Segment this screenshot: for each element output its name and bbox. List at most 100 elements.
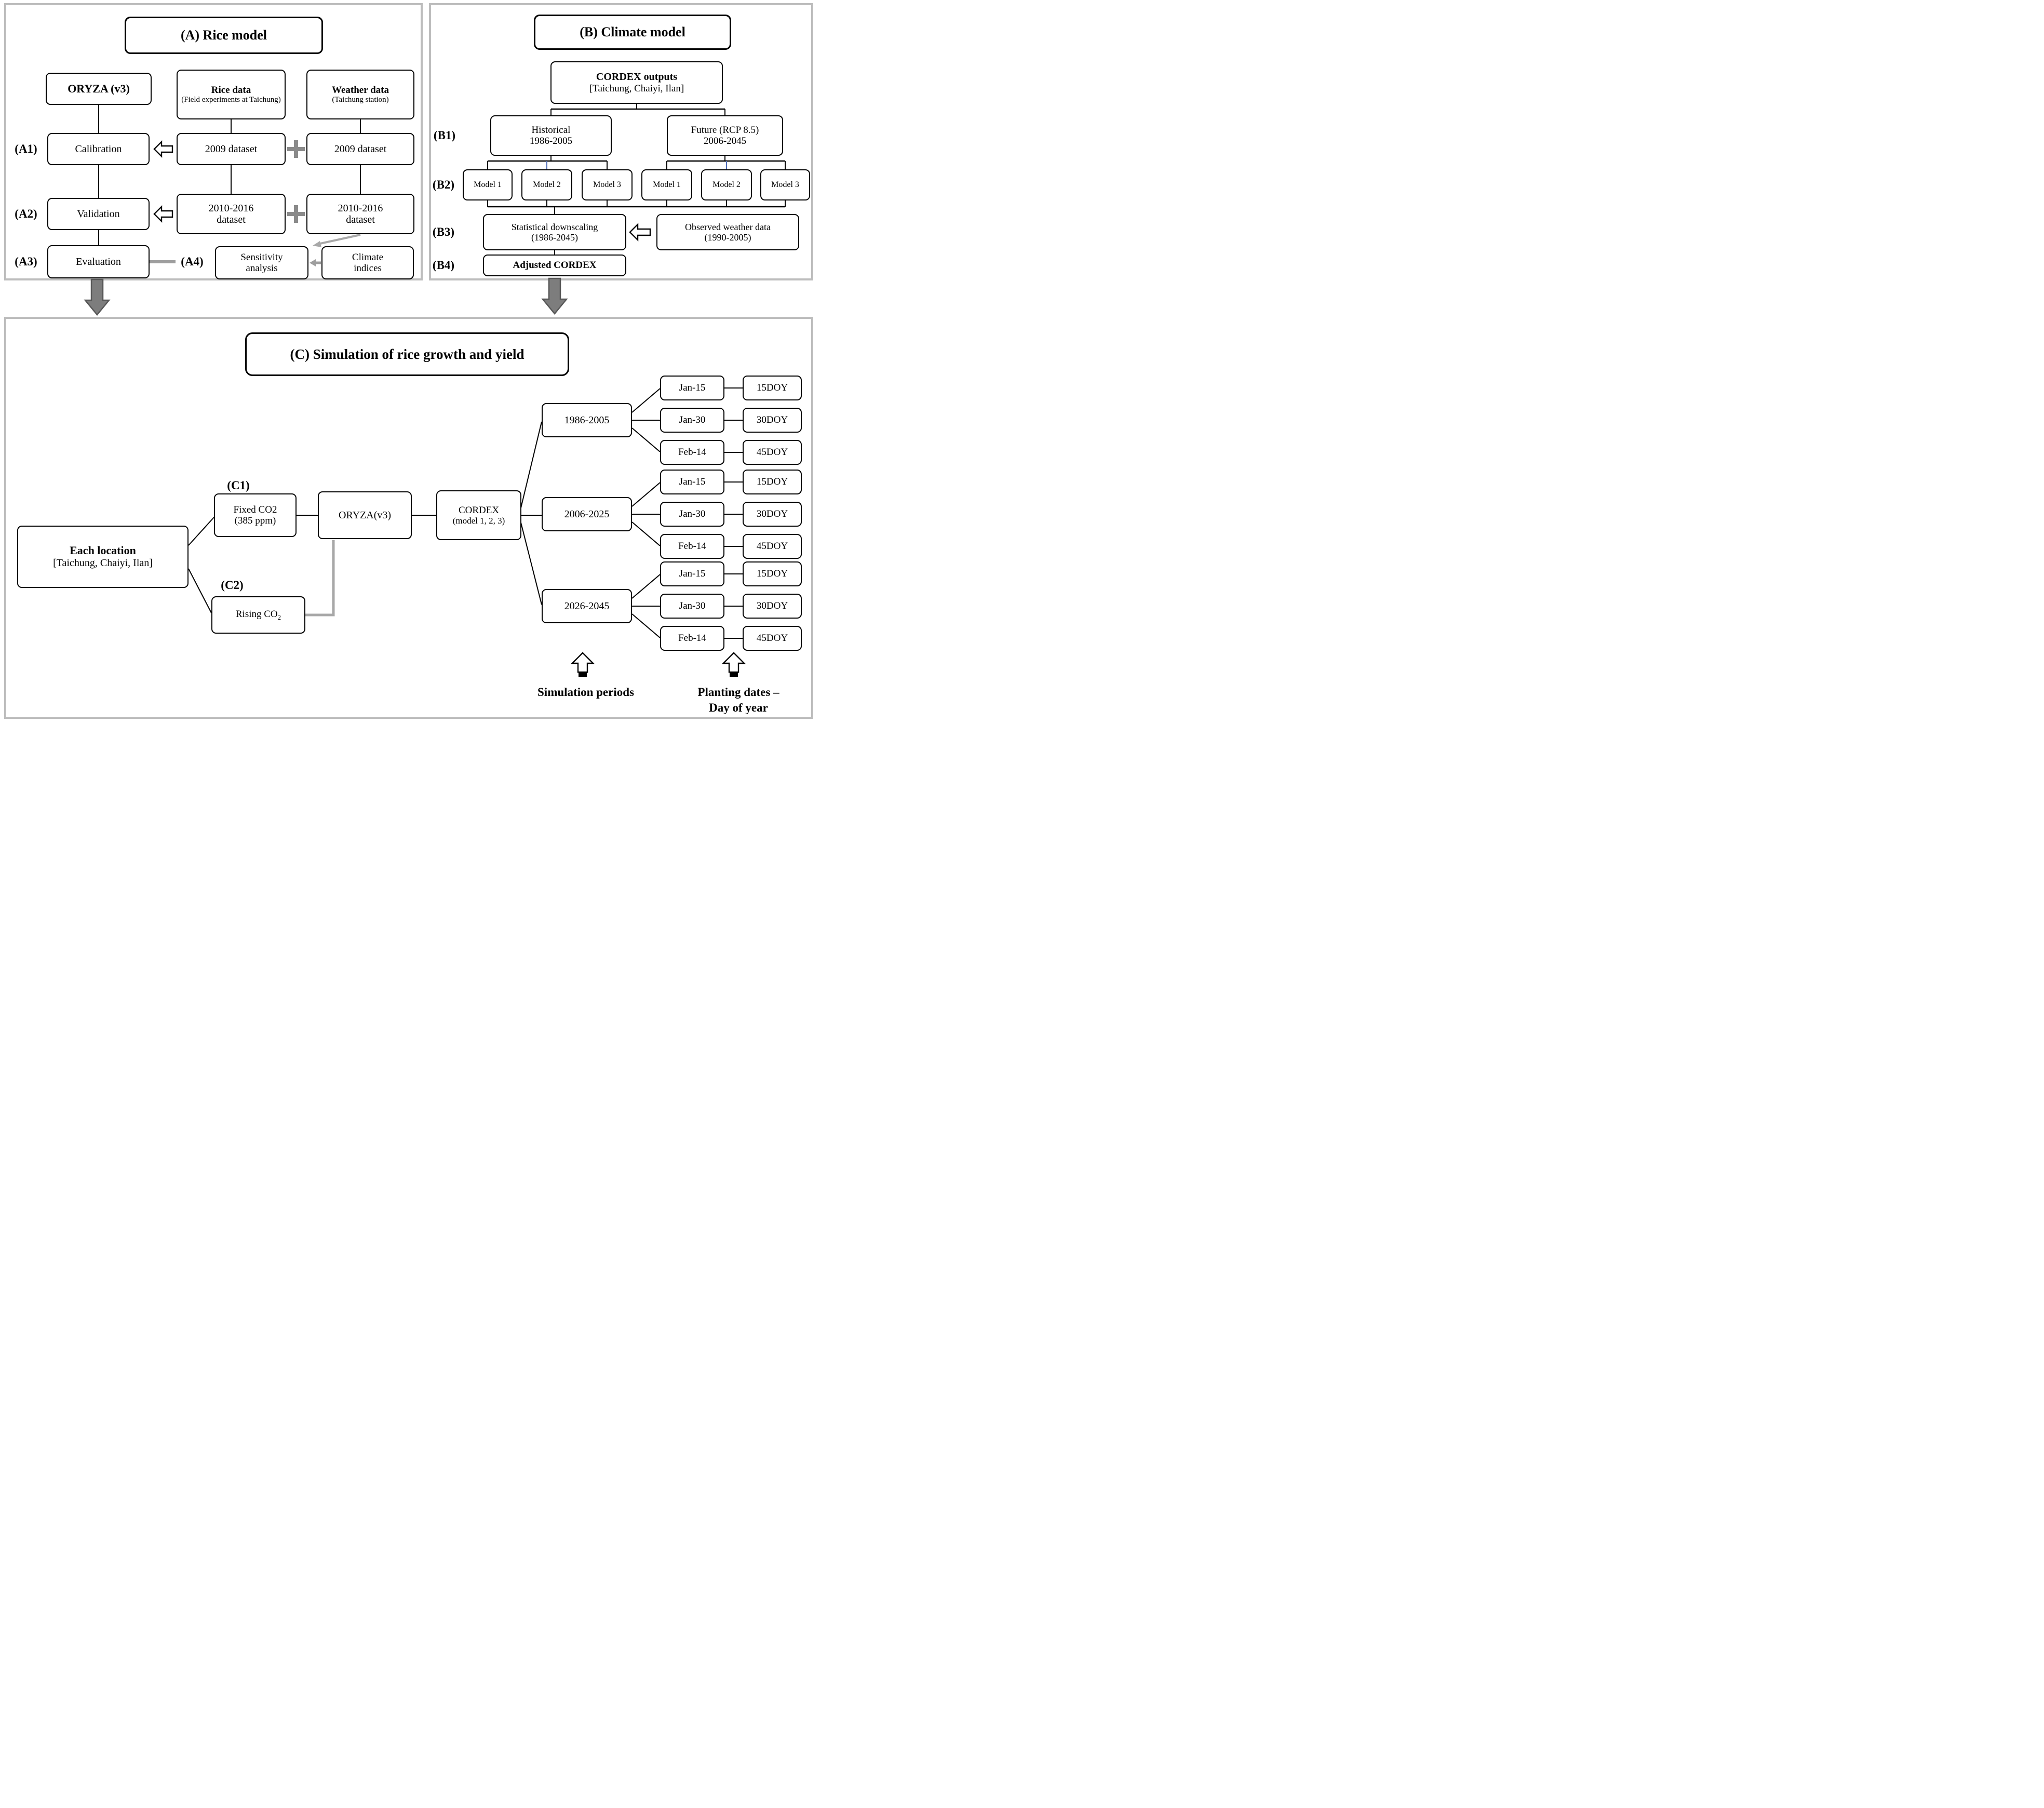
label-b1: (B1) xyxy=(427,128,462,143)
evaluation-box: Evaluation xyxy=(47,245,150,278)
doy-box-g3-45: 45DOY xyxy=(743,626,802,651)
cordex-outputs-title: CORDEX outputs xyxy=(596,71,678,83)
each-location-sub: [Taichung, Chaiyi, Ilan] xyxy=(53,557,153,569)
fixed-co2-line1: Fixed CO2 xyxy=(233,504,277,515)
date-box-g2-jan15: Jan-15 xyxy=(660,470,724,494)
label-c2-text: (C2) xyxy=(221,579,244,592)
oryza-box: ORYZA (v3) xyxy=(46,73,152,105)
fixed-co2-line2: (385 ppm) xyxy=(234,515,276,526)
legend-planting-line2: Day of year xyxy=(709,701,768,714)
period-box-2006-2025: 2006-2025 xyxy=(542,497,632,531)
model-box-fut-2: Model 2 xyxy=(701,169,752,200)
rising-co2-box: Rising CO2 xyxy=(211,596,305,634)
doy-g3-15-text: 15DOY xyxy=(756,568,788,580)
fixed-co2-box: Fixed CO2 (385 ppm) xyxy=(214,493,297,537)
cordex-c-box: CORDEX (model 1, 2, 3) xyxy=(436,490,521,540)
model-fut-1-text: Model 1 xyxy=(653,180,681,190)
doy-g1-30-text: 30DOY xyxy=(756,414,788,426)
date-box-g3-jan15: Jan-15 xyxy=(660,561,724,586)
figure-canvas: (A) Rice model ORYZA (v3) Rice data (Fie… xyxy=(0,0,817,723)
weather-data-header-box: Weather data (Taichung station) xyxy=(306,70,414,119)
period-3-text: 2026-2045 xyxy=(564,600,610,612)
date-g3-jan30-text: Jan-30 xyxy=(679,600,706,612)
model-box-hist-1: Model 1 xyxy=(463,169,513,200)
evaluation-text: Evaluation xyxy=(76,256,121,267)
doy-g1-15-text: 15DOY xyxy=(756,382,788,394)
oryza-c-box: ORYZA(v3) xyxy=(318,491,412,539)
label-b1-text: (B1) xyxy=(433,129,456,142)
historical-line1: Historical xyxy=(531,124,571,136)
oryza-c-text: ORYZA(v3) xyxy=(338,509,392,521)
each-location-title: Each location xyxy=(70,544,136,557)
model-hist-2-text: Model 2 xyxy=(533,180,561,190)
model-box-fut-3: Model 3 xyxy=(760,169,810,200)
weather-2009-dataset-box: 2009 dataset xyxy=(306,133,414,165)
date-box-g2-feb14: Feb-14 xyxy=(660,534,724,559)
label-a4-text: (A4) xyxy=(181,255,204,268)
period-1-text: 1986-2005 xyxy=(564,414,610,426)
date-g2-feb14-text: Feb-14 xyxy=(678,541,706,552)
calibration-text: Calibration xyxy=(75,143,122,155)
future-line1: Future (RCP 8.5) xyxy=(691,124,759,136)
rice-data-sub: (Field experiments at Taichung) xyxy=(181,96,281,104)
date-g1-jan30-text: Jan-30 xyxy=(679,414,706,426)
sensitivity-analysis-box: Sensitivity analysis xyxy=(215,246,308,279)
rising-co2-pre: Rising CO xyxy=(235,608,278,620)
doy-box-g1-15: 15DOY xyxy=(743,376,802,400)
rice-2010-line1: 2010-2016 xyxy=(208,202,254,214)
model-box-hist-2: Model 2 xyxy=(521,169,572,200)
rice-2010-line2: dataset xyxy=(217,214,246,225)
date-box-g1-feb14: Feb-14 xyxy=(660,440,724,465)
date-g3-jan15-text: Jan-15 xyxy=(679,568,706,580)
downscaling-line1: Statistical downscaling xyxy=(511,221,598,232)
oryza-text: ORYZA (v3) xyxy=(68,82,130,95)
legend-simulation-text: Simulation periods xyxy=(537,686,634,699)
date-g3-feb14-text: Feb-14 xyxy=(678,633,706,644)
label-a2: (A2) xyxy=(7,206,45,222)
historical-line2: 1986-2005 xyxy=(529,136,573,146)
panel-a-title: (A) Rice model xyxy=(125,17,323,54)
label-b2: (B2) xyxy=(426,177,461,193)
label-a3: (A3) xyxy=(7,254,45,270)
legend-planting-dates: Planting dates – Day of year xyxy=(675,685,802,716)
label-c2: (C2) xyxy=(213,578,251,593)
label-b2-text: (B2) xyxy=(432,178,455,191)
weather-2010-line2: dataset xyxy=(346,214,375,225)
big-down-arrow-b xyxy=(541,277,568,315)
statistical-downscaling-box: Statistical downscaling (1986-2045) xyxy=(483,214,626,250)
cordex-c-line1: CORDEX xyxy=(458,504,500,516)
climate-indices-line1: Climate xyxy=(352,251,384,263)
weather-2010-2016-dataset-box: 2010-2016 dataset xyxy=(306,194,414,234)
label-c1-text: (C1) xyxy=(227,479,250,492)
sensitivity-line2: analysis xyxy=(246,263,278,274)
label-b3: (B3) xyxy=(426,224,461,240)
doy-g2-15-text: 15DOY xyxy=(756,476,788,488)
weather-data-sub: (Taichung station) xyxy=(332,96,389,104)
rice-2010-2016-dataset-box: 2010-2016 dataset xyxy=(177,194,286,234)
rice-2009-dataset-box: 2009 dataset xyxy=(177,133,286,165)
model-fut-2-text: Model 2 xyxy=(712,180,741,190)
doy-g3-45-text: 45DOY xyxy=(756,633,788,644)
cordex-outputs-box: CORDEX outputs [Taichung, Chaiyi, Ilan] xyxy=(550,61,723,104)
date-g2-jan15-text: Jan-15 xyxy=(679,476,706,488)
model-hist-3-text: Model 3 xyxy=(593,180,621,190)
date-g1-feb14-text: Feb-14 xyxy=(678,447,706,458)
doy-box-g1-30: 30DOY xyxy=(743,408,802,433)
model-fut-3-text: Model 3 xyxy=(771,180,799,190)
legend-planting-line1: Planting dates – xyxy=(697,686,779,699)
weather-2010-line1: 2010-2016 xyxy=(338,202,383,214)
label-a2-text: (A2) xyxy=(15,207,37,220)
date-g1-jan15-text: Jan-15 xyxy=(679,382,706,394)
legend-simulation-periods: Simulation periods xyxy=(519,685,653,700)
rice-2009-text: 2009 dataset xyxy=(205,143,258,155)
period-box-2026-2045: 2026-2045 xyxy=(542,589,632,623)
panel-a-title-text: (A) Rice model xyxy=(180,28,267,43)
label-a4: (A4) xyxy=(176,254,209,270)
observed-weather-box: Observed weather data (1990-2005) xyxy=(656,214,799,250)
climate-indices-box: Climate indices xyxy=(321,246,414,279)
rising-co2-text: Rising CO2 xyxy=(236,609,281,621)
label-a1: (A1) xyxy=(7,141,45,157)
panel-c-title-text: (C) Simulation of rice growth and yield xyxy=(290,346,525,362)
validation-box: Validation xyxy=(47,198,150,230)
rising-co2-sub: 2 xyxy=(277,613,281,621)
